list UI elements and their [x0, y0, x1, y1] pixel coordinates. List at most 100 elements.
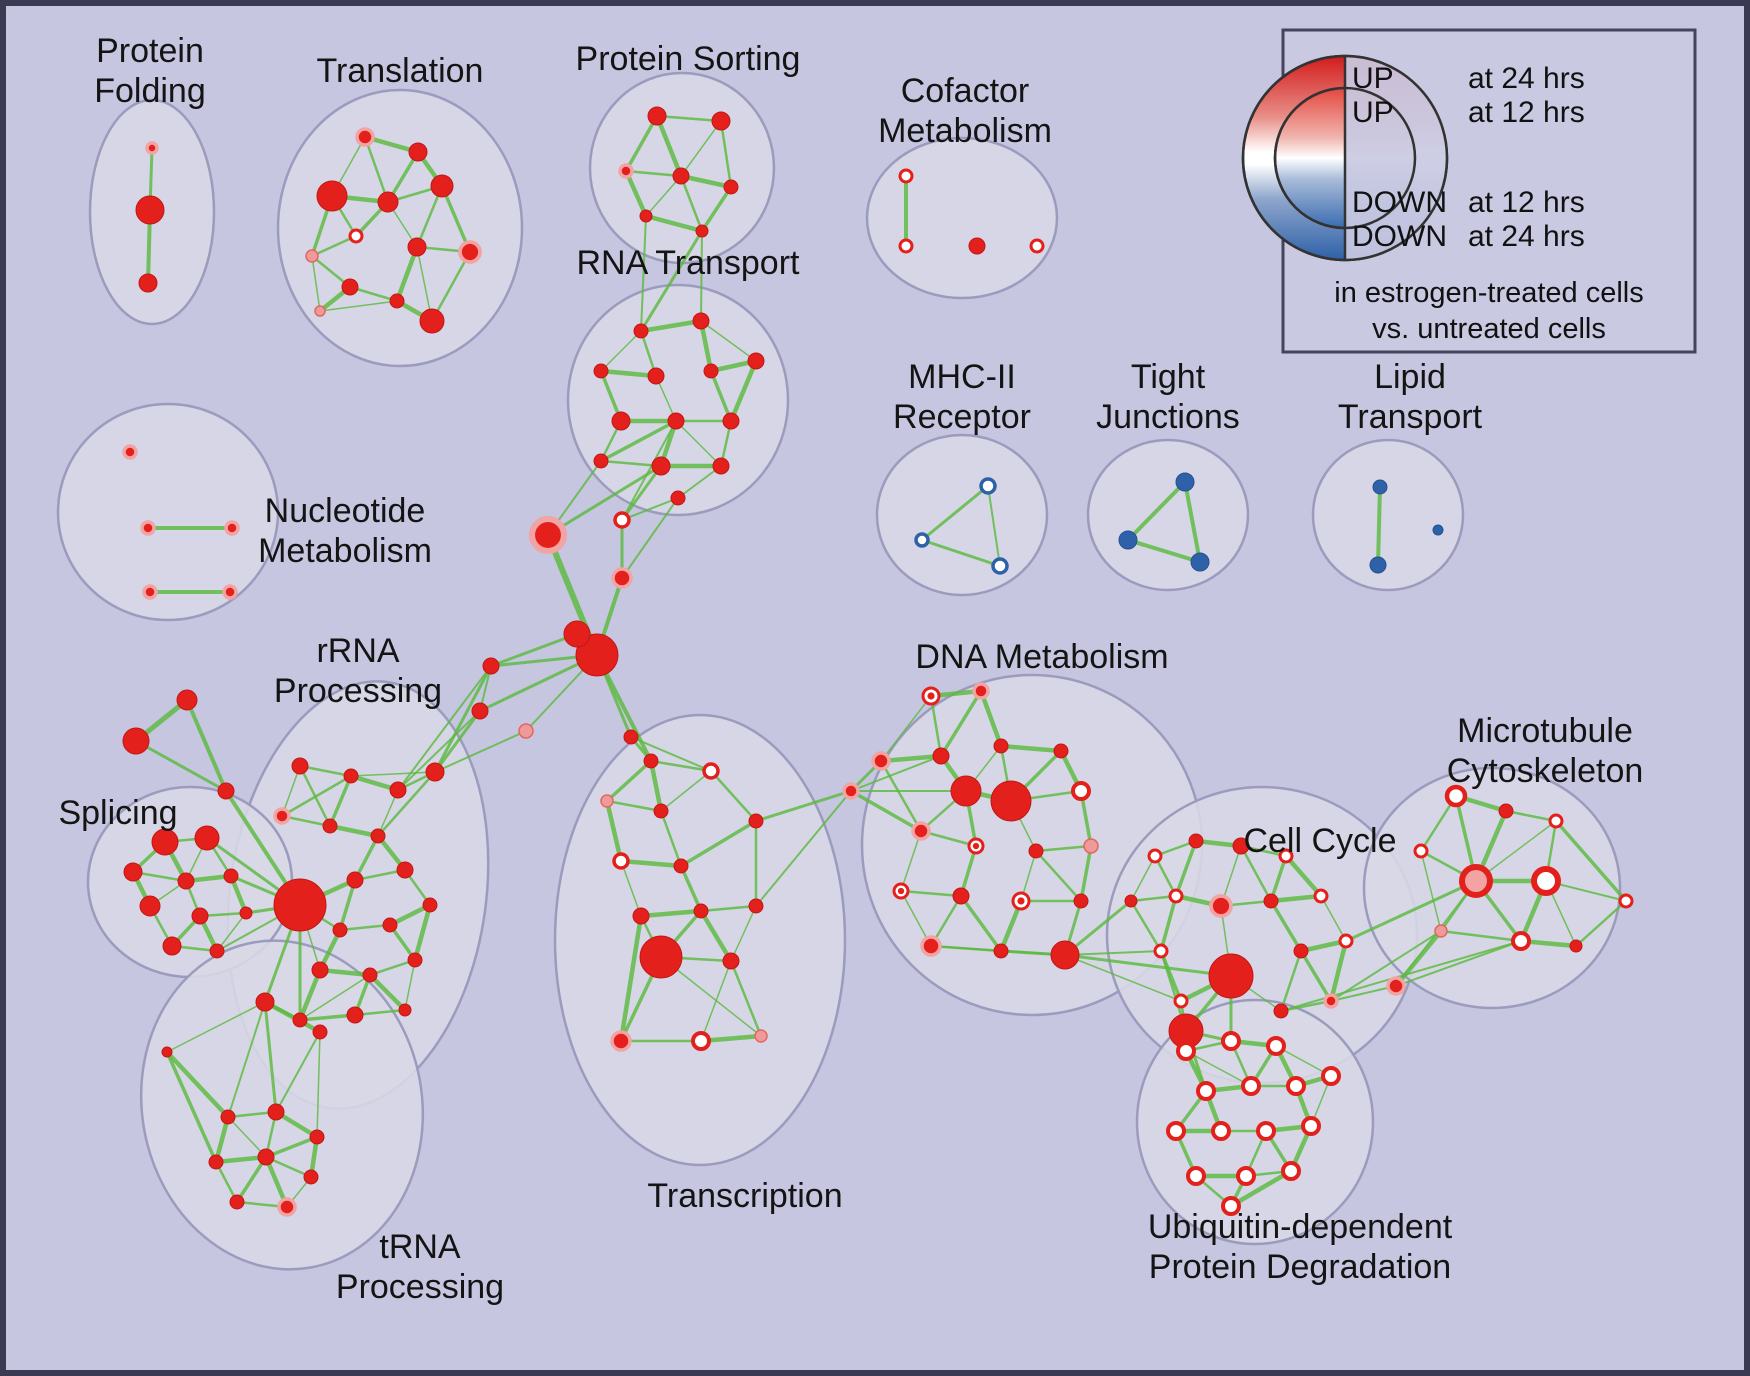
network-node-solid[interactable] — [419, 308, 445, 334]
network-node-solid[interactable] — [430, 174, 454, 198]
network-node-solid[interactable] — [209, 943, 225, 959]
network-node-ring[interactable] — [1168, 888, 1184, 904]
network-node-pinkring[interactable] — [1459, 864, 1493, 898]
network-node-bsolid[interactable] — [1432, 524, 1444, 536]
network-node-solid[interactable] — [122, 727, 150, 755]
network-node-ring[interactable] — [1444, 784, 1468, 808]
network-node-solid[interactable] — [667, 412, 685, 430]
network-node-solid[interactable] — [1232, 837, 1250, 855]
network-node-ring[interactable] — [1173, 993, 1189, 1009]
network-node-solid[interactable] — [1273, 1003, 1289, 1019]
network-node-solid[interactable] — [1050, 940, 1080, 970]
network-node-pink[interactable] — [600, 794, 614, 808]
network-node-pink[interactable] — [314, 305, 326, 317]
network-node-pink[interactable] — [305, 249, 319, 263]
network-node-ring[interactable] — [1241, 1076, 1261, 1096]
network-node-solid[interactable] — [1188, 833, 1204, 849]
network-node-solid[interactable] — [322, 818, 338, 834]
network-node-solid[interactable] — [471, 702, 489, 720]
network-node-solid[interactable] — [161, 1046, 173, 1058]
network-node-solid[interactable] — [647, 367, 665, 385]
network-node-solid[interactable] — [370, 828, 386, 844]
network-node-halo[interactable] — [355, 127, 375, 147]
network-node-ring[interactable] — [1256, 1121, 1276, 1141]
network-node-solid[interactable] — [611, 411, 631, 431]
network-node-solid[interactable] — [316, 180, 348, 212]
network-node-solid[interactable] — [208, 1154, 224, 1170]
network-node-solid[interactable] — [712, 457, 730, 475]
network-node-solid[interactable] — [993, 738, 1009, 754]
network-node-halo[interactable] — [911, 821, 931, 841]
network-node-solid[interactable] — [346, 871, 364, 889]
network-node-ring[interactable] — [1266, 1036, 1286, 1056]
network-node-ring[interactable] — [1236, 1166, 1256, 1186]
network-node-solid[interactable] — [703, 363, 719, 379]
network-node-halo[interactable] — [277, 1197, 297, 1217]
network-node-solid[interactable] — [311, 961, 329, 979]
network-node-solid[interactable] — [723, 179, 739, 195]
network-node-solid[interactable] — [407, 237, 427, 257]
network-node-solid[interactable] — [273, 878, 327, 932]
network-node-ring[interactable] — [1071, 781, 1091, 801]
network-node-ring[interactable] — [1278, 848, 1294, 864]
network-node-ring[interactable] — [1301, 1116, 1321, 1136]
network-node-bsolid[interactable] — [1175, 472, 1195, 492]
network-node-halo[interactable] — [145, 141, 159, 155]
network-node-halo[interactable] — [842, 782, 860, 800]
network-node-solid[interactable] — [672, 167, 690, 185]
network-node-ring[interactable] — [1221, 1031, 1241, 1051]
network-node-solid[interactable] — [1208, 953, 1254, 999]
network-node-solid[interactable] — [346, 1006, 364, 1024]
network-node-bring[interactable] — [991, 557, 1009, 575]
network-node-solid[interactable] — [593, 363, 609, 379]
network-node-solid[interactable] — [623, 729, 639, 745]
network-node-bsolid[interactable] — [1118, 530, 1138, 550]
network-node-ring[interactable] — [898, 238, 914, 254]
network-node-halo[interactable] — [222, 584, 238, 600]
network-node-solid[interactable] — [303, 1169, 319, 1185]
network-node-solid[interactable] — [341, 278, 359, 296]
network-node-solid[interactable] — [1073, 893, 1089, 909]
network-node-pink[interactable] — [754, 1029, 768, 1043]
network-node-ring[interactable] — [1166, 1121, 1186, 1141]
network-node-halo[interactable] — [610, 1030, 632, 1052]
network-node-solid[interactable] — [291, 757, 309, 775]
network-node-ring[interactable] — [1176, 1041, 1196, 1061]
network-node-solid[interactable] — [223, 868, 239, 884]
network-node-solid[interactable] — [993, 943, 1009, 959]
network-node-solid[interactable] — [653, 803, 669, 819]
network-node-solid[interactable] — [177, 872, 195, 890]
network-node-ring[interactable] — [898, 168, 914, 184]
network-node-solid[interactable] — [139, 895, 161, 917]
network-node-solid[interactable] — [632, 907, 650, 925]
network-node-halo[interactable] — [1209, 894, 1233, 918]
network-node-solid[interactable] — [1124, 894, 1138, 908]
network-node-solid[interactable] — [693, 903, 709, 919]
network-node-ring[interactable] — [702, 762, 720, 780]
network-node-ring[interactable] — [1338, 933, 1354, 949]
network-node-ring[interactable] — [1153, 943, 1169, 959]
network-node-solid[interactable] — [990, 780, 1032, 822]
network-node-solid[interactable] — [239, 906, 253, 920]
network-node-halo[interactable] — [920, 935, 942, 957]
network-node-solid[interactable] — [151, 828, 179, 856]
network-node-halo[interactable] — [611, 567, 633, 589]
network-node-ring[interactable] — [1511, 931, 1531, 951]
network-node-solid[interactable] — [711, 111, 731, 131]
network-node-solid[interactable] — [292, 1012, 308, 1028]
network-node-solid[interactable] — [191, 907, 209, 925]
network-node-bring[interactable] — [979, 477, 997, 495]
network-node-solid[interactable] — [563, 620, 591, 648]
network-node-solid[interactable] — [1263, 893, 1279, 909]
network-node-ring[interactable] — [1186, 1166, 1206, 1186]
network-node-solid[interactable] — [1293, 943, 1309, 959]
network-node-bsolid[interactable] — [1190, 552, 1210, 572]
network-node-solid[interactable] — [932, 747, 950, 765]
network-node-solid[interactable] — [651, 456, 671, 476]
network-node-halo[interactable] — [142, 584, 158, 600]
network-node-ring[interactable] — [1548, 813, 1564, 829]
network-node-solid[interactable] — [695, 224, 709, 238]
network-node-ring[interactable] — [1196, 1081, 1216, 1101]
network-node-solid[interactable] — [138, 273, 158, 293]
network-node-halo[interactable] — [224, 520, 240, 536]
